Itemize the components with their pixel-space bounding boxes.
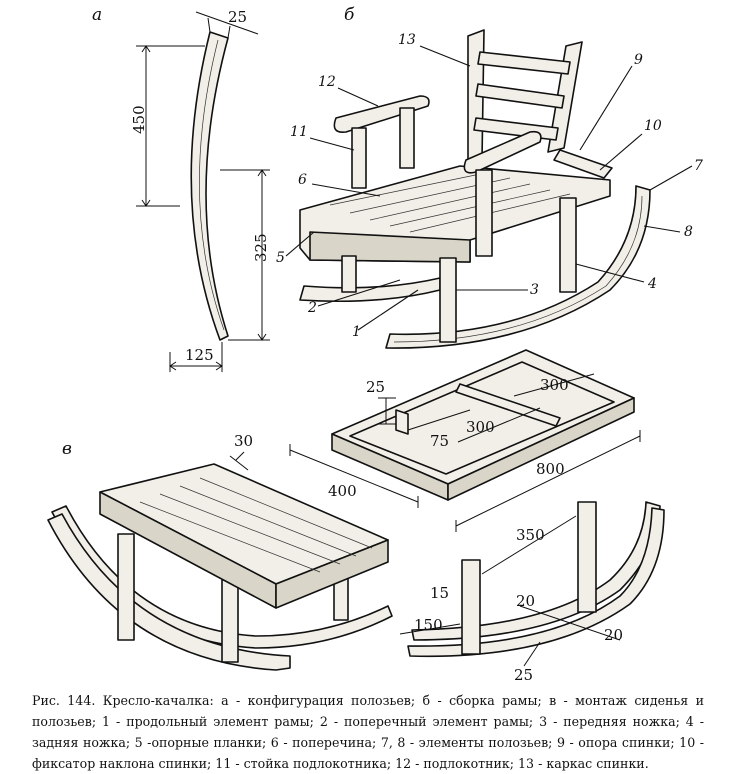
callout-10: 10 (644, 118, 662, 134)
dim-seat-slot: 30 (234, 432, 253, 450)
dim-runner-width-3: 25 (514, 666, 533, 684)
panel-v-leg-1 (117, 533, 135, 641)
front-leg-left (341, 255, 357, 293)
dim-runner-sag: 450 (130, 105, 148, 134)
detail-runner-back (411, 501, 661, 641)
backrest-support (553, 149, 613, 179)
dim-runner-width-2: 20 (604, 626, 623, 644)
dim-leg-spacing: 350 (516, 526, 545, 544)
panel-label-a: а (92, 5, 102, 25)
runner-profile (190, 31, 229, 341)
detail-leg-front (461, 559, 481, 655)
callout-11: 11 (290, 124, 308, 140)
panel-v-seat-mounting: в 30 (47, 432, 393, 671)
callout-8: 8 (684, 224, 693, 240)
dim-frame-inner-back: 300 (540, 376, 569, 394)
dim-frame-offset: 75 (430, 432, 449, 450)
rear-runner (385, 185, 651, 349)
dim-runner-length: 325 (252, 233, 270, 262)
dim-frame-length: 800 (536, 460, 565, 478)
panel-v-runner-front (47, 513, 291, 671)
dim-frame-width: 400 (328, 482, 357, 500)
rear-leg (559, 197, 577, 293)
panel-label-v: в (62, 439, 72, 459)
callout-12: 12 (318, 74, 336, 90)
dim-runner-thickness: 25 (228, 8, 247, 26)
front-leg-right (439, 257, 457, 343)
dim-frame-inner-front: 300 (466, 418, 495, 436)
callout-2: 2 (307, 300, 317, 316)
panel-a-runner-profile: а 25 450 325 125 (92, 5, 270, 372)
callout-13: 13 (398, 32, 416, 48)
dim-runner-depth: 125 (185, 346, 214, 364)
callout-6: 6 (298, 172, 307, 188)
panel-b-chair-assembly: б 1 2 3 4 (276, 5, 703, 349)
dim-frame-height: 25 (366, 378, 385, 396)
callout-5: 5 (276, 250, 285, 266)
armrest-post (475, 169, 493, 257)
callout-9: 9 (634, 52, 643, 68)
frame-assembly: 25 75 300 300 400 800 (289, 349, 641, 532)
armrest-left (333, 95, 430, 134)
figure-caption: Рис. 144. Кресло-качалка: а - конфигурац… (32, 693, 704, 771)
panel-v-leg-2 (221, 579, 239, 663)
runner-leg-detail: 350 15 150 20 20 25 (399, 501, 665, 684)
callouts: 1 2 3 4 5 6 7 8 9 10 11 12 13 (276, 32, 703, 340)
callout-1: 1 (352, 324, 361, 340)
dim-runner-width-1: 20 (516, 592, 535, 610)
dim-runner-gap: 150 (414, 616, 443, 634)
detail-runner-front (407, 507, 665, 658)
armrest-right (463, 130, 542, 174)
detail-leg-rear (577, 501, 597, 613)
panel-label-b: б (344, 5, 355, 25)
dim-leg-section: 15 (430, 584, 449, 602)
callout-4: 4 (647, 276, 657, 292)
rocking-chair-diagram: а 25 450 325 125 б (47, 5, 703, 684)
callout-3: 3 (530, 282, 539, 298)
callout-7: 7 (694, 158, 703, 174)
